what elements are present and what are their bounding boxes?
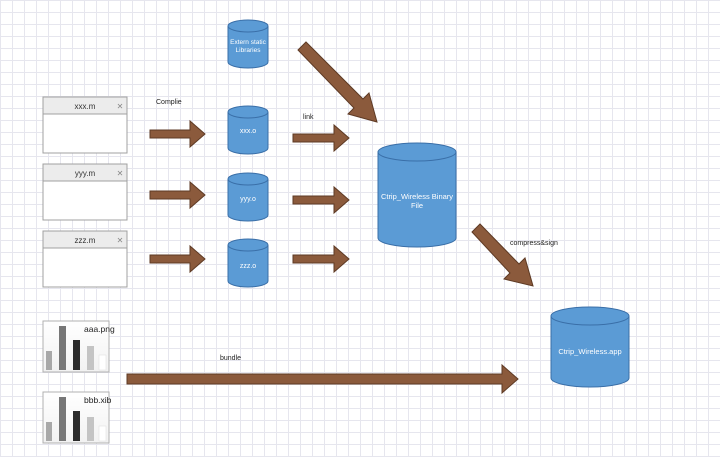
thumb-bar — [87, 346, 94, 370]
thumb-bar — [59, 397, 66, 441]
file-name: xxx.m — [75, 102, 96, 111]
thumb-bar — [98, 354, 107, 371]
extern-link-arrow — [297, 41, 378, 123]
file-name: yyy.m — [75, 169, 96, 178]
object-yyy-db[interactable]: yyy.o — [227, 172, 269, 222]
db-label: xxx.o — [240, 128, 256, 135]
compress-sign-label: compress&sign — [510, 240, 558, 247]
compile-label: Complie — [156, 99, 182, 106]
db-label: Extern static — [230, 39, 267, 46]
link-arrow — [292, 123, 350, 153]
db-label: zzz.o — [240, 263, 256, 270]
binary-file-db[interactable]: Ctrip_Wireless Binary File — [377, 142, 457, 248]
db-label: Libraries — [236, 47, 262, 54]
db-label: Ctrip_Wireless Binary — [381, 192, 453, 201]
close-icon[interactable]: ✕ — [117, 169, 124, 178]
resource-name: bbb.xib — [84, 395, 112, 405]
close-icon[interactable]: ✕ — [117, 102, 124, 111]
bundle-label: bundle — [220, 355, 241, 362]
link-label: link — [303, 114, 314, 121]
thumb-bar — [59, 326, 66, 370]
bundle-arrow — [126, 363, 519, 395]
source-file-xxx[interactable]: xxx.m ✕ — [42, 96, 128, 154]
resource-name: aaa.png — [84, 324, 115, 334]
compress-sign-arrow — [471, 223, 534, 287]
db-label: File — [411, 201, 423, 210]
thumb-bar — [46, 422, 52, 441]
file-name: zzz.m — [75, 236, 96, 245]
close-icon[interactable]: ✕ — [117, 236, 124, 245]
thumb-bar — [98, 425, 107, 442]
extern-static-libraries-db[interactable]: Extern static Libraries — [227, 19, 269, 69]
link-arrow — [292, 185, 350, 215]
thumb-bar — [46, 351, 52, 370]
thumb-bar — [73, 411, 80, 441]
thumb-bar — [87, 417, 94, 441]
source-file-zzz[interactable]: zzz.m ✕ — [42, 230, 128, 288]
compile-arrow — [149, 119, 206, 149]
resource-bbb-xib[interactable]: bbb.xib — [42, 391, 112, 444]
resource-aaa-png[interactable]: aaa.png — [42, 320, 115, 373]
db-label: yyy.o — [240, 196, 256, 203]
thumb-bar — [73, 340, 80, 370]
compile-arrow — [149, 180, 206, 210]
link-arrow — [292, 244, 350, 274]
app-bundle-db[interactable]: Ctrip_Wireless.app — [550, 306, 630, 388]
object-zzz-db[interactable]: zzz.o — [227, 238, 269, 288]
compile-arrow — [149, 244, 206, 274]
object-xxx-db[interactable]: xxx.o — [227, 105, 269, 155]
db-label: Ctrip_Wireless.app — [558, 347, 621, 356]
source-file-yyy[interactable]: yyy.m ✕ — [42, 163, 128, 221]
